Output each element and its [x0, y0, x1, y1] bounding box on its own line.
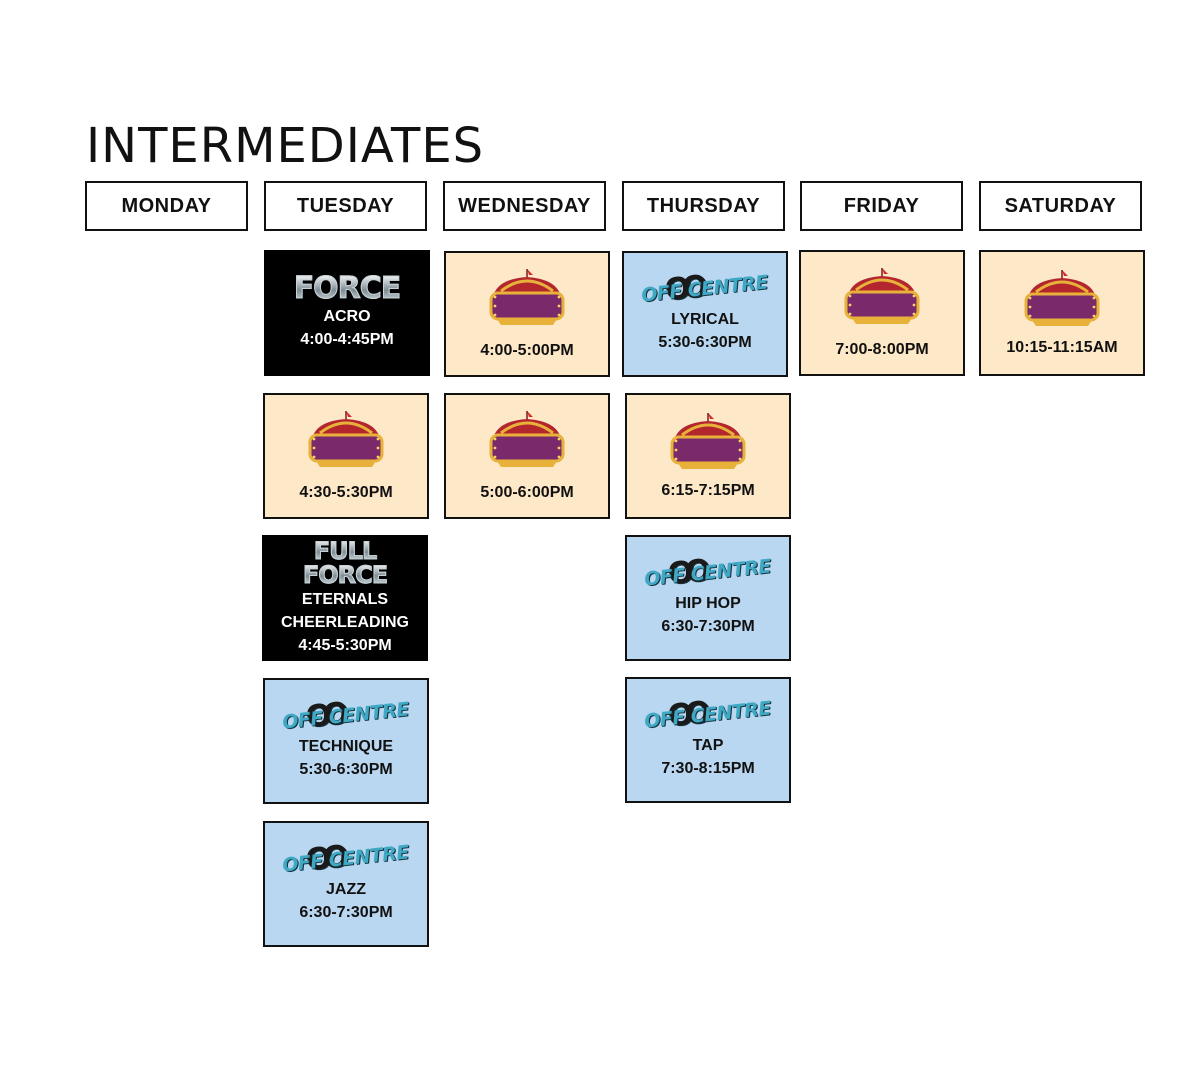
- page-title: INTERMEDIATES: [86, 118, 485, 174]
- class-card-tue-cheerleading[interactable]: FULL FORCE ETERNALS CHEERLEADING 4:45-5:…: [262, 535, 428, 661]
- full-force-logo-line2: FORCE: [302, 560, 388, 589]
- class-time: 7:00-8:00PM: [835, 340, 929, 358]
- class-time: 4:30-5:30PM: [299, 483, 393, 501]
- class-name: TECHNIQUE: [298, 738, 394, 755]
- full-force-logo-line1: FULL: [313, 536, 377, 565]
- class-time: 5:30-6:30PM: [658, 334, 752, 351]
- class-name: ACRO: [323, 308, 371, 325]
- circus-tent-icon: [487, 267, 567, 329]
- day-header-wednesday: WEDNESDAY: [443, 181, 606, 231]
- class-name: JAZZ: [326, 881, 366, 898]
- class-time: 7:30-8:15PM: [661, 760, 755, 777]
- class-time: 4:00-4:45PM: [300, 331, 394, 348]
- class-name: LYRICAL: [671, 311, 739, 328]
- class-time: 6:30-7:30PM: [299, 904, 393, 921]
- class-time: 6:15-7:15PM: [661, 481, 755, 499]
- class-card-fri-circus[interactable]: 7:00-8:00PM: [799, 250, 965, 376]
- class-time: 10:15-11:15AM: [1006, 338, 1118, 356]
- class-card-wed-circus-2[interactable]: 5:00-6:00PM: [444, 393, 610, 519]
- class-name: TAP: [692, 737, 724, 754]
- day-header-saturday: SATURDAY: [979, 181, 1142, 231]
- class-card-wed-circus-1[interactable]: 4:00-5:00PM: [444, 251, 610, 377]
- circus-tent-icon: [487, 409, 567, 471]
- circus-tent-icon: [668, 411, 748, 473]
- class-time: 5:30-6:30PM: [299, 761, 393, 778]
- day-header-tuesday: TUESDAY: [264, 181, 427, 231]
- class-time: 4:00-5:00PM: [480, 341, 574, 359]
- class-card-sat-circus[interactable]: 10:15-11:15AM: [979, 250, 1145, 376]
- class-card-tue-acro[interactable]: FORCE ACRO 4:00-4:45PM: [264, 250, 430, 376]
- class-time: 4:45-5:30PM: [298, 636, 392, 654]
- force-logo: FORCE: [293, 271, 402, 306]
- day-header-friday: FRIDAY: [800, 181, 963, 231]
- circus-tent-icon: [306, 409, 386, 471]
- class-name: HIP HOP: [675, 595, 741, 612]
- class-card-tue-circus[interactable]: 4:30-5:30PM: [263, 393, 429, 519]
- day-header-monday: MONDAY: [85, 181, 248, 231]
- class-time: 5:00-6:00PM: [480, 483, 574, 501]
- circus-tent-icon: [842, 266, 922, 328]
- class-name: ETERNALS: [301, 590, 389, 608]
- class-time: 6:30-7:30PM: [661, 618, 755, 635]
- class-card-thu-circus[interactable]: 6:15-7:15PM: [625, 393, 791, 519]
- day-header-thursday: THURSDAY: [622, 181, 785, 231]
- class-name: CHEERLEADING: [280, 613, 409, 631]
- circus-tent-icon: [1022, 268, 1102, 330]
